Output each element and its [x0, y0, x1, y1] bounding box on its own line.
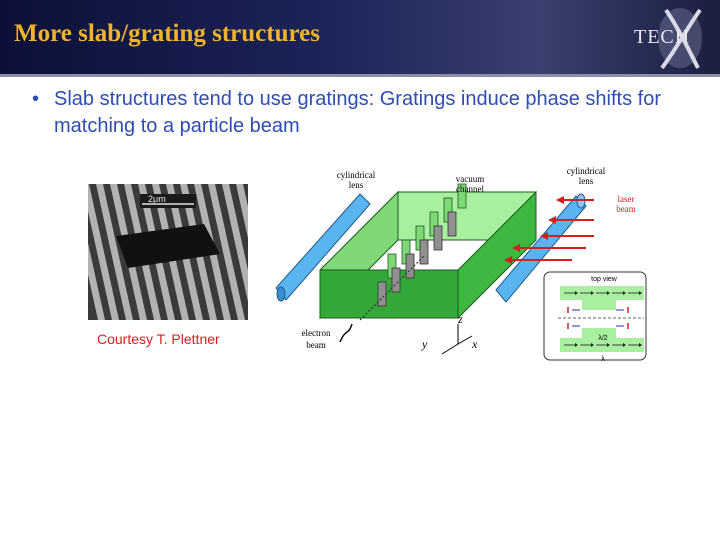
sem-grating-image: 2μm [88, 184, 248, 320]
axis-triad [441, 324, 473, 355]
xtech-logo-icon [658, 8, 702, 70]
laser-beam-label-line2: beam [616, 204, 636, 214]
laser-beam-label-line1: laser [618, 194, 635, 204]
inset-field-arrowhead [591, 291, 594, 295]
courtesy-caption: Courtesy T. Plettner [97, 331, 220, 347]
inset-field-arrowhead [607, 343, 610, 347]
axis-x-label: x [471, 337, 478, 351]
bullet-text: Slab structures tend to use gratings: Gr… [54, 88, 661, 137]
header-band [0, 0, 720, 74]
sem-scale-label: 2μm [148, 194, 166, 204]
left-lens-label-line2: lens [349, 180, 364, 190]
inset-field-arrowhead [639, 343, 642, 347]
inset-half-lambda-label: λ/2 [598, 335, 607, 342]
sem-stripe [96, 184, 133, 320]
right-lens-label-line1: cylindrical [567, 166, 606, 176]
grating-tooth-upper [457, 183, 467, 209]
inset-field-arrowhead [623, 291, 626, 295]
laser-arrows [504, 196, 594, 264]
grating-tooth [419, 239, 429, 265]
left-lens-end-icon [276, 286, 286, 302]
electron-beam-path [359, 255, 425, 321]
axis-y-label: y [421, 337, 428, 351]
inset-lambda-label: λ [601, 356, 605, 363]
grating-tooth [391, 267, 401, 293]
grating-tooth [377, 281, 387, 307]
inset-title: top view [591, 276, 618, 283]
grating-tooth [405, 253, 415, 279]
sem-stripe [222, 184, 248, 302]
grating-tooth [447, 211, 457, 237]
sem-stripe [88, 184, 119, 320]
electron-beam-label-line2: beam [306, 340, 326, 350]
slide-title: More slab/grating structures [14, 20, 320, 47]
inset-field-arrowhead [591, 343, 594, 347]
slab-grating-diagram: cylindrical lens vacuum channel cylindri… [275, 166, 647, 363]
sem-stripe [88, 242, 105, 320]
inset-field-arrowhead [575, 343, 578, 347]
left-lens-label-line1: cylindrical [337, 170, 376, 180]
inset-field-arrowhead [575, 291, 578, 295]
inset-field-arrowhead [623, 343, 626, 347]
inset-field-arrowhead [639, 291, 642, 295]
vacuum-channel-label-line2: channel [456, 184, 484, 194]
inset-field-arrowhead [607, 291, 610, 295]
sem-stripe [208, 184, 245, 320]
right-lens-label-line2: lens [579, 176, 594, 186]
header-divider [0, 74, 720, 77]
axis-z-label: z [457, 312, 463, 326]
grating-tooth [433, 225, 443, 251]
vacuum-channel-label-line1: vacuum [456, 174, 485, 184]
top-view-inset [543, 271, 647, 361]
sem-trench [116, 224, 220, 268]
logo-text: TECH [634, 26, 691, 48]
electron-beam-icon [339, 323, 353, 343]
bullet-marker: • [32, 88, 40, 110]
electron-beam-label-line1: electron [302, 328, 331, 338]
